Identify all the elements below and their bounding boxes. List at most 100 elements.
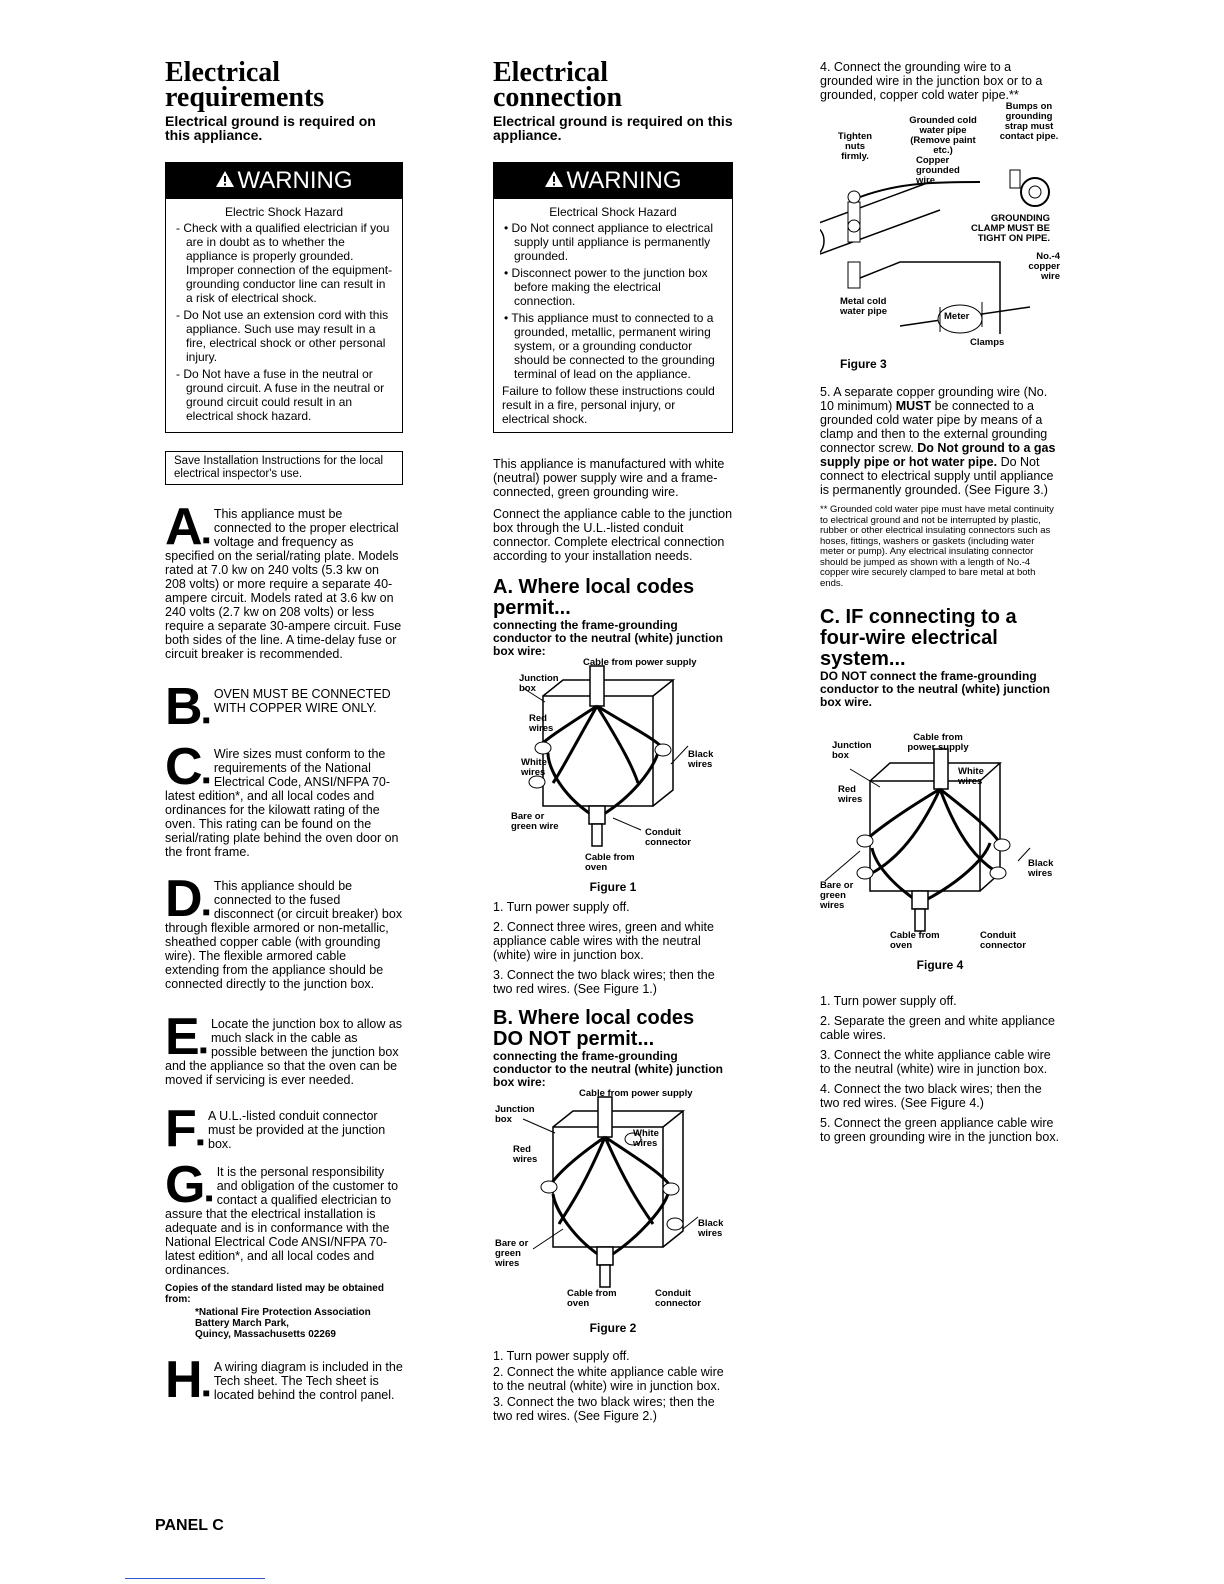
label-red-wires: Red wires	[838, 784, 863, 805]
figure-2-diagram: Cable from power supply Junction box Whi…	[493, 1089, 733, 1321]
label-white-wires: White wires	[633, 1128, 659, 1149]
step-g: G■It is the personal responsibility and …	[165, 1156, 399, 1277]
warning-banner: WARNING	[494, 163, 732, 199]
label-junction-box: Junction box	[832, 740, 872, 761]
step-d: D■This appliance should be connected to …	[165, 870, 403, 991]
section-title: Electrical requirements	[165, 57, 325, 113]
label-conduit: Conduit connector	[645, 827, 691, 848]
footer-line	[125, 1578, 265, 1579]
label-meter: Meter	[944, 311, 970, 322]
step-f: F■A U.L.-listed conduit connector must b…	[165, 1100, 386, 1158]
copies-note: Copies of the standard listed may be obt…	[165, 1283, 384, 1305]
label-no4-wire: No.-4 copper wire	[1028, 251, 1060, 282]
step-item: 2. Connect the white appliance cable wir…	[493, 1365, 724, 1393]
figure-1-diagram: Cable from power supply Junction box Red…	[493, 658, 733, 880]
label-conduit: Conduit connector	[655, 1288, 701, 1309]
step-letter: C■	[165, 738, 210, 796]
warning-triangle-icon	[215, 163, 235, 199]
label-black-wires: Black wires	[698, 1218, 724, 1239]
label-cable-supply: Cable from power supply	[907, 732, 969, 753]
label-red-wires: Red wires	[513, 1144, 538, 1165]
label-cable-oven: Cable from oven	[890, 930, 940, 951]
step-b: B■OVEN MUST BE CONNECTED WITH COPPER WIR…	[165, 678, 391, 736]
figure-4-caption: Figure 4	[916, 958, 964, 972]
warning-item: - Check with a qualified electrician if …	[176, 221, 393, 305]
figure-4-diagram: Cable from power supply Junction box Whi…	[820, 733, 1060, 958]
label-bare-wires: Bare or green wires	[820, 880, 854, 911]
label-metal-pipe: Metal cold water pipe	[840, 296, 887, 317]
step-item: 4. Connect the two black wires; then the…	[820, 1082, 1042, 1110]
label-tighten: Tighten nuts firmly.	[837, 131, 873, 162]
step-4-text: 4. Connect the grounding wire to a groun…	[820, 60, 1043, 102]
step-item: 2. Connect three wires, green and white …	[493, 920, 714, 962]
step-letter: D■	[165, 870, 210, 928]
label-black-wires: Black wires	[688, 749, 714, 770]
label-copper-wire: Copper grounded wire	[916, 155, 960, 186]
step-item: 1. Turn power supply off.	[820, 994, 957, 1008]
step-item: 1. Turn power supply off.	[493, 900, 630, 914]
label-grounded-pipe: Grounded cold water pipe (Remove paint e…	[909, 115, 977, 156]
step-a: A■This appliance must be connected to th…	[165, 498, 402, 661]
intro-text: This appliance is manufactured with whit…	[493, 457, 725, 499]
step-item: 5. Connect the green appliance cable wir…	[820, 1116, 1060, 1144]
section-a-subheading: connecting the frame-grounding conductor…	[493, 618, 723, 658]
warning-item: • Disconnect power to the junction box b…	[504, 266, 708, 308]
label-bare-wire: Bare or green wire	[511, 811, 559, 832]
section-b-subheading: connecting the frame-grounding conductor…	[493, 1049, 723, 1089]
warning-triangle-icon	[544, 163, 564, 199]
warning-banner: WARNING	[166, 163, 402, 199]
step-letter: G■	[165, 1156, 213, 1214]
warning-box: WARNING Electric Shock Hazard - Check wi…	[165, 162, 403, 433]
label-grounding-clamp: GROUNDING CLAMP MUST BE TIGHT ON PIPE.	[971, 213, 1050, 244]
figure-3-caption: Figure 3	[840, 357, 887, 371]
section-c-subheading: DO NOT connect the frame-grounding condu…	[820, 669, 1050, 709]
intro-text: Connect the appliance cable to the junct…	[493, 507, 733, 563]
label-junction-box: Junction box	[495, 1104, 535, 1125]
step-item: 3. Connect the two black wires; then the…	[493, 968, 715, 996]
column-grounding: 4. Connect the grounding wire to a groun…	[820, 0, 1060, 1144]
label-conduit: Conduit connector	[980, 930, 1026, 951]
warning-item: • This appliance must to connected to a …	[504, 311, 715, 381]
label-red-wires: Red wires	[529, 713, 554, 734]
step-item: 3. Connect the two black wires; then the…	[493, 1395, 715, 1423]
panel-label: PANEL C	[155, 1517, 224, 1534]
warning-item: - Do Not have a fuse in the neutral or g…	[176, 367, 385, 423]
warning-box: WARNING Electrical Shock Hazard • Do Not…	[493, 162, 733, 433]
save-instructions-note: Save Installation Instructions for the l…	[165, 451, 403, 485]
label-cable-supply: Cable from power supply	[583, 657, 697, 668]
warning-item: - Do Not use an extension cord with this…	[176, 308, 389, 364]
label-white-wires: White wires	[521, 757, 547, 778]
label-bumps: Bumps on grounding strap must contact pi…	[999, 101, 1059, 142]
step-letter: F■	[165, 1100, 205, 1158]
step-letter: H■	[165, 1351, 210, 1409]
footnote: ** Grounded cold water pipe must have me…	[820, 504, 1054, 589]
label-bare-wires: Bare or green wires	[495, 1238, 529, 1269]
step-item: 3. Connect the white appliance cable wir…	[820, 1048, 1051, 1076]
step-c: C■Wire sizes must conform to the require…	[165, 738, 399, 859]
label-black-wires: Black wires	[1028, 858, 1054, 879]
label-cable-oven: Cable from oven	[567, 1288, 617, 1309]
column-requirements: Electrical requirements Electrical groun…	[165, 0, 403, 1409]
step-letter: E■	[165, 1008, 207, 1066]
warning-heading: Electrical Shock Hazard	[549, 205, 677, 219]
warning-item: • Do Not connect appliance to electrical…	[504, 221, 713, 263]
section-subtitle: Electrical ground is required on this ap…	[493, 113, 733, 143]
step-h: H■A wiring diagram is included in the Te…	[165, 1351, 403, 1409]
label-junction-box: Junction box	[519, 673, 559, 694]
step-item: 1. Turn power supply off.	[493, 1349, 630, 1363]
step-letter: A■	[165, 498, 210, 556]
figure-1-caption: Figure 1	[589, 880, 637, 894]
step-item: 2. Separate the green and white applianc…	[820, 1014, 1055, 1042]
figure-2-caption: Figure 2	[589, 1321, 637, 1335]
step-letter: B■	[165, 678, 210, 736]
section-subtitle: Electrical ground is required on this ap…	[165, 113, 376, 143]
